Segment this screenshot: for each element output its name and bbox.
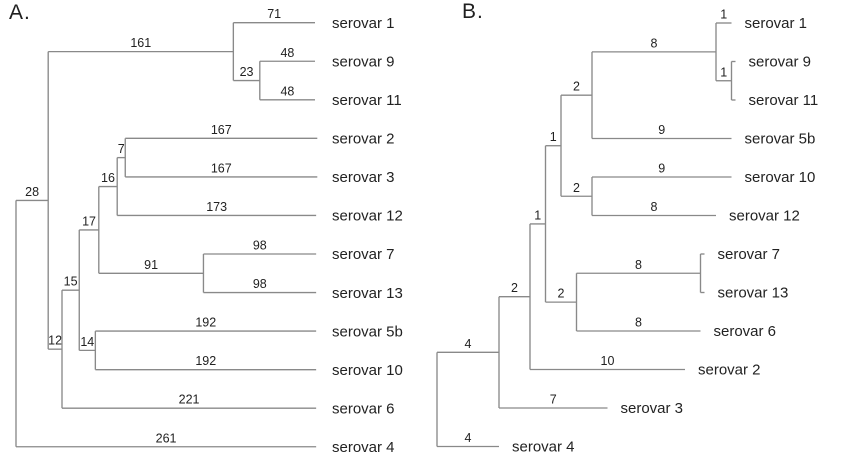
leaf-label: serovar 13 — [332, 285, 403, 302]
branch-length-label: 167 — [211, 123, 232, 137]
branch-length-label: 2 — [573, 181, 580, 195]
branch-length-label: 221 — [179, 393, 200, 407]
branch-length-label: 9 — [658, 162, 665, 176]
leaf-label: serovar 5b — [745, 131, 816, 148]
leaf-label: serovar 12 — [729, 208, 800, 225]
branch-length-label: 15 — [64, 275, 78, 289]
panel-b-label: B. — [462, 0, 484, 23]
branch-length-label: 4 — [465, 337, 472, 351]
branch-length-label: 2 — [558, 287, 565, 301]
leaf-label: serovar 1 — [332, 15, 395, 32]
branch-length-label: 161 — [130, 36, 151, 50]
leaf-label: serovar 9 — [749, 54, 812, 71]
branch-length-label: 48 — [280, 46, 294, 60]
leaf-label: serovar 6 — [332, 400, 395, 417]
leaf-label: serovar 10 — [332, 362, 403, 379]
leaf-label: serovar 5b — [332, 323, 403, 340]
leaf-label: serovar 10 — [745, 169, 816, 186]
leaf-label: serovar 6 — [714, 323, 777, 340]
branch-length-label: 7 — [118, 142, 125, 156]
leaf-label: serovar 4 — [512, 439, 575, 456]
leaf-label: serovar 1 — [745, 15, 808, 32]
branch-length-label: 8 — [635, 316, 642, 330]
branch-length-label: 48 — [280, 84, 294, 98]
branch-length-label: 173 — [206, 200, 227, 214]
branch-length-label: 10 — [601, 354, 615, 368]
branch-length-label: 261 — [156, 431, 177, 445]
leaf-label: serovar 11 — [332, 92, 402, 109]
leaf-label: serovar 7 — [332, 246, 395, 263]
branch-length-label: 9 — [658, 123, 665, 137]
branch-length-label: 12 — [48, 334, 62, 348]
branch-length-label: 8 — [635, 258, 642, 272]
leaf-label: serovar 11 — [749, 92, 819, 109]
branch-length-label: 1 — [720, 8, 727, 22]
leaf-label: serovar 4 — [332, 439, 395, 456]
leaf-label: serovar 7 — [718, 246, 781, 263]
branch-length-label: 8 — [651, 36, 658, 50]
leaf-label: serovar 2 — [332, 131, 395, 148]
branch-length-label: 8 — [651, 200, 658, 214]
leaf-label: serovar 9 — [332, 53, 395, 70]
leaf-label: serovar 3 — [621, 400, 684, 417]
branch-length-label: 17 — [82, 214, 96, 228]
branch-length-label: 192 — [195, 354, 216, 368]
branch-length-label: 91 — [144, 258, 158, 272]
branch-length-label: 2 — [511, 281, 518, 295]
branch-length-label: 98 — [253, 239, 267, 253]
branch-length-label: 1 — [720, 65, 727, 79]
branch-length-label: 7 — [550, 393, 557, 407]
panel-a-label: A. — [9, 1, 31, 24]
branch-length-label: 98 — [253, 277, 267, 291]
branch-length-label: 16 — [101, 171, 115, 185]
leaf-label: serovar 2 — [698, 362, 761, 379]
branch-length-label: 2 — [573, 80, 580, 94]
branch-length-label: 167 — [211, 161, 232, 175]
branch-length-label: 1 — [550, 130, 557, 144]
leaf-label: serovar 12 — [332, 208, 403, 225]
leaf-label: serovar 13 — [718, 285, 789, 302]
branch-length-label: 4 — [465, 431, 472, 445]
branch-length-label: 23 — [240, 65, 254, 79]
branch-length-label: 1 — [534, 208, 541, 222]
branch-length-label: 192 — [195, 316, 216, 330]
branch-length-label: 71 — [267, 7, 281, 21]
leaf-label: serovar 3 — [332, 169, 395, 186]
branch-length-label: 28 — [25, 185, 39, 199]
branch-length-label: 14 — [80, 335, 94, 349]
